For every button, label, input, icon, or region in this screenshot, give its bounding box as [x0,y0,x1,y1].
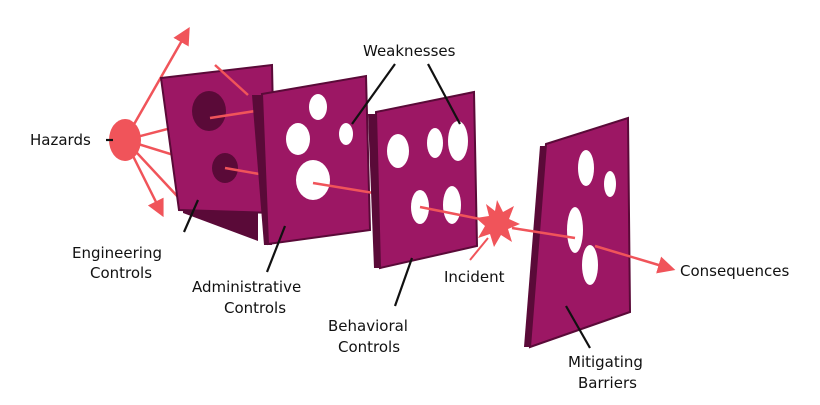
consequence-arrow [594,244,676,274]
label-mitigating-1: Mitigating [568,353,643,371]
incident-burst [476,200,520,247]
label-behavioral-2: Controls [338,338,400,356]
label-consequences: Consequences [680,262,789,280]
weaknesses-pointer-2 [427,63,461,125]
plate-mitigating-barriers [524,116,632,349]
label-engineering-2: Controls [90,264,152,282]
plate-engineering-controls [159,63,277,241]
engineering-pointer [182,199,200,233]
weaknesses-pointer-1 [351,63,396,125]
deflected-arrow-up [123,26,190,141]
pointer-lines [106,63,591,349]
plate-behavioral-controls [368,90,479,270]
label-administrative-2: Controls [224,299,286,317]
label-mitigating-2: Barriers [578,374,637,392]
label-weaknesses: Weaknesses [363,42,456,60]
label-incident: Incident [444,268,505,286]
behavioral-pointer [393,257,414,307]
plate-administrative-controls [252,74,372,246]
hazard-source [109,119,141,161]
mitigating-pointer [565,305,591,349]
label-administrative-1: Administrative [192,278,301,296]
label-hazards: Hazards [30,131,91,149]
administrative-pointer [265,225,287,273]
label-engineering-1: Engineering [72,244,162,262]
label-behavioral-1: Behavioral [328,317,408,335]
labels: Hazards Weaknesses Engineering Controls … [30,42,789,392]
